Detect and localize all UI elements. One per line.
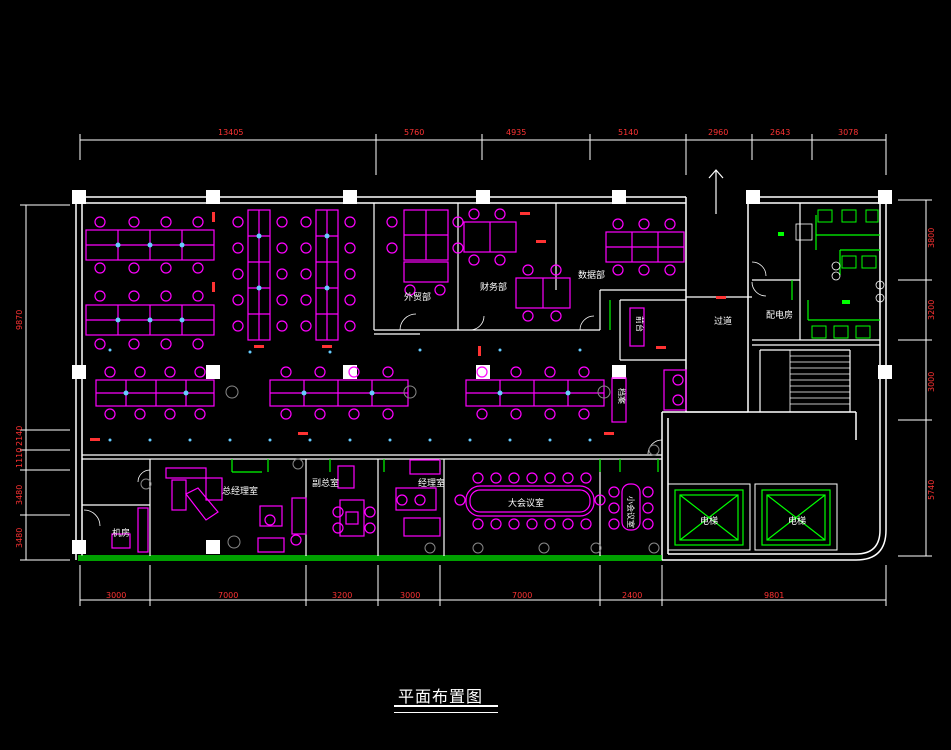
dim-top-1: 13405 — [218, 128, 243, 137]
wc-markers — [778, 232, 850, 304]
green-partitions — [231, 215, 880, 473]
stairs — [789, 350, 850, 412]
label-front-desk: 前台 — [635, 316, 645, 332]
dim-left-3: 1110 — [15, 448, 24, 468]
bottom-dimensions: 3000 7000 3200 3000 7000 2400 9801 — [106, 591, 784, 600]
label-large-meeting: 大会议室 — [508, 497, 544, 509]
top-dimension-line — [79, 134, 887, 175]
sink-fixtures — [795, 223, 885, 303]
dim-bottom-5: 7000 — [512, 591, 532, 600]
dim-left-1: 9870 — [15, 310, 24, 330]
dim-left-5: 3480 — [15, 528, 24, 548]
toilet-fixtures — [811, 209, 879, 339]
label-small-meeting: 小会议室 — [626, 496, 636, 528]
right-dimension-line — [898, 199, 932, 557]
dim-top-5: 2960 — [708, 128, 728, 137]
green-facade — [78, 555, 662, 561]
dim-bottom-3: 3200 — [332, 591, 352, 600]
label-elevator-1: 电梯 — [700, 515, 718, 527]
workstations — [85, 209, 687, 553]
dim-left-4: 3480 — [15, 485, 24, 505]
top-dimensions: 13405 5760 4935 5140 2960 2643 3078 — [218, 128, 858, 137]
dim-bottom-2: 7000 — [218, 591, 238, 600]
structural-columns — [72, 190, 892, 554]
dim-top-4: 5140 — [618, 128, 638, 137]
dim-top-2: 5760 — [404, 128, 424, 137]
right-dimensions: 3800 3200 3000 5740 — [927, 228, 936, 500]
label-data: 数据部 — [578, 269, 605, 281]
dim-right-2: 3200 — [927, 300, 936, 320]
dim-bottom-4: 3000 — [400, 591, 420, 600]
dim-top-7: 3078 — [838, 128, 858, 137]
label-general-manager: 总经理室 — [222, 485, 258, 497]
elevator-surround — [667, 483, 838, 551]
dim-top-6: 2643 — [770, 128, 790, 137]
dim-right-4: 5740 — [927, 480, 936, 500]
label-deputy-manager: 副总室 — [312, 477, 339, 489]
ceiling-lights — [108, 233, 592, 442]
title-underline — [394, 705, 498, 713]
label-power-room: 配电房 — [766, 309, 793, 321]
drawing-title: 平面布置图 — [398, 687, 484, 706]
label-foreign-trade: 外贸部 — [404, 291, 431, 303]
label-manager: 经理室 — [418, 477, 445, 489]
dim-left-2: 2140 — [15, 426, 24, 446]
dim-right-1: 3800 — [927, 228, 936, 248]
red-tags — [90, 212, 726, 441]
label-server-room: 机房 — [112, 527, 130, 539]
building-outline — [75, 196, 887, 561]
door-swings — [83, 261, 767, 527]
dim-top-3: 4935 — [506, 128, 526, 137]
dim-right-3: 3000 — [927, 372, 936, 392]
room-labels: 外贸部 财务部 数据部 过道 配电房 前台 档案 总经理室 副总室 经理室 大会… — [112, 269, 806, 539]
elevator-shafts — [674, 489, 831, 546]
label-finance: 财务部 — [480, 281, 507, 293]
label-elevator-2: 电梯 — [788, 515, 806, 527]
left-dimension-line — [20, 204, 70, 561]
dim-bottom-7: 9801 — [764, 591, 784, 600]
dim-bottom-6: 2400 — [622, 591, 642, 600]
chairs — [94, 208, 684, 546]
label-corridor: 过道 — [714, 315, 732, 327]
plants — [140, 385, 660, 554]
label-archives: 档案 — [617, 388, 627, 404]
bottom-dimension-line — [79, 565, 887, 606]
north-arrow-icon — [708, 169, 724, 214]
dim-bottom-1: 3000 — [106, 591, 126, 600]
left-dimensions: 9870 2140 1110 3480 3480 — [15, 310, 24, 548]
